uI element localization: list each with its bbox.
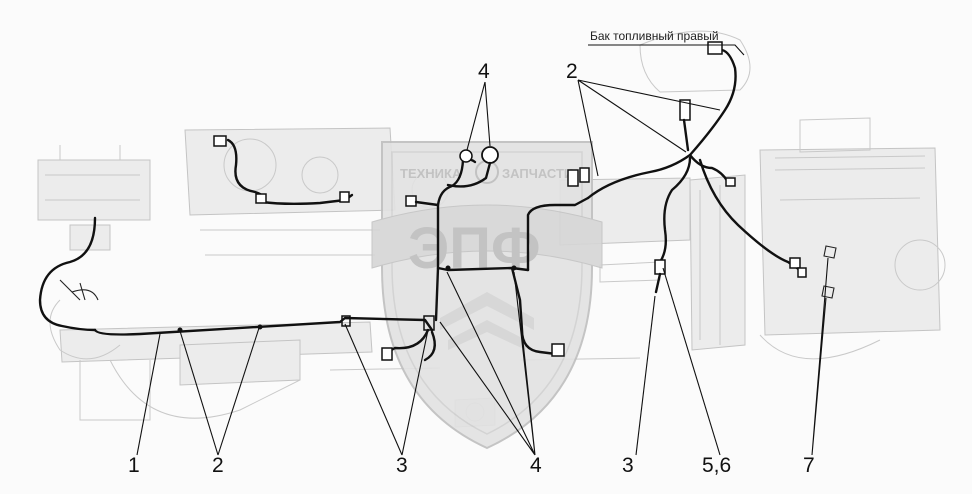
callout-7: 7 [803,454,815,477]
callout-4-bottom: 4 [530,454,542,477]
callout-4-top: 4 [478,60,490,83]
watermark-shield: ТЕХНИКА ЗАПЧАСТИ ЭПФ [371,141,603,450]
callout-3-right: 3 [622,454,634,477]
fuel-tank-label: Бак топливный правый [590,29,719,43]
watermark-text-right: ЗАПЧАСТИ [502,166,573,181]
callout-leaders [136,79,829,456]
callout-3-left: 3 [396,454,408,477]
watermark-text-left: ТЕХНИКА [400,166,462,181]
callout-5-6: 5,6 [702,454,731,477]
callout-2-bottom: 2 [212,454,224,477]
fuel-tank-annotation: Бак топливный правый [588,29,745,56]
callout-1: 1 [128,454,140,477]
callout-2-top: 2 [566,60,578,83]
callout-numbers: 1 2 3 4 3 5,6 7 4 2 [128,60,815,477]
watermark-logo-text: ЭПФ [408,216,540,281]
wiring-harnesses [38,41,837,362]
